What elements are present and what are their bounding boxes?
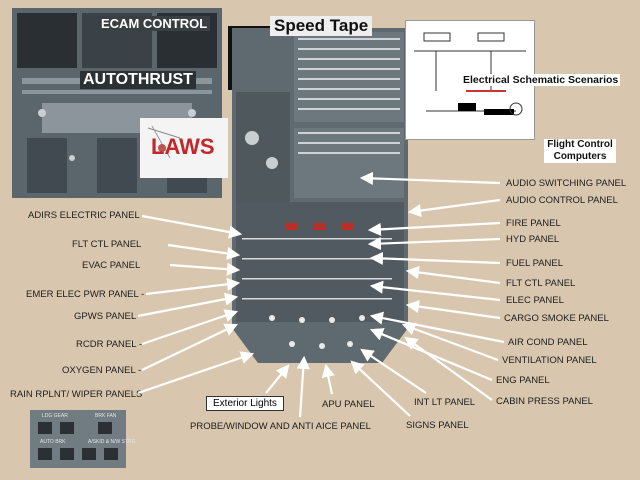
landing-gear-panel-graphic — [30, 410, 126, 468]
arrow-ventilation — [401, 322, 499, 362]
int-lt-panel-label: INT LT PANEL — [414, 397, 476, 408]
arrow-right-flt-ctl — [405, 265, 501, 285]
arrow-cabin-press — [404, 336, 493, 401]
right-label-eng: ENG PANEL — [496, 375, 550, 386]
laws-title: LAWS — [151, 134, 215, 159]
arrow-left-flt-ctl — [167, 243, 241, 260]
speed-tape-title: Speed Tape — [270, 16, 373, 36]
arrow-evac — [169, 262, 241, 276]
arrow-gpws — [137, 292, 239, 318]
arrow-audio-control — [407, 198, 501, 218]
auto-brk-label: AUTO BRK — [40, 439, 66, 445]
right-label-hyd: HYD PANEL — [506, 234, 560, 245]
brk-fan-label: BRK FAN — [95, 413, 117, 419]
left-label-oxygen: OXYGEN PANEL - — [62, 365, 142, 376]
probe-window-label: PROBE/WINDOW AND ANTI AICE PANEL — [190, 421, 371, 432]
overhead-panel-photo — [232, 28, 408, 363]
landing-gear-panel-photo — [30, 410, 126, 468]
right-label-ventilation: VENTILATION PANEL — [502, 355, 597, 366]
right-label-air-cond: AIR COND PANEL — [508, 337, 588, 348]
right-label-cabin-press: CABIN PRESS PANEL — [496, 396, 593, 407]
left-label-rain-rplnt: RAIN RPLNT/ WIPER PANELS — [10, 389, 143, 400]
left-label-gpws: GPWS PANEL — [74, 311, 137, 322]
left-label-rcdr: RCDR PANEL - — [76, 339, 142, 350]
right-label-audio-control: AUDIO CONTROL PANEL — [506, 195, 618, 206]
laws-photo-graphic — [140, 118, 228, 178]
flight-control-computers-title: Flight Control Computers — [544, 139, 616, 163]
exterior-lights-label: Exterior Lights — [206, 396, 284, 411]
signs-panel-label: SIGNS PANEL — [406, 420, 469, 431]
a-skid-label: A/SKID & N/W STRG — [88, 439, 136, 445]
right-label-cargo-smoke: CARGO SMOKE PANEL — [504, 313, 609, 324]
arrow-cargo-smoke — [405, 300, 501, 320]
overhead-panel-graphic — [232, 28, 408, 363]
laws-photo — [140, 118, 228, 178]
arrow-adirs — [141, 214, 243, 239]
left-label-flt-ctl: FLT CTL PANEL — [72, 239, 142, 250]
left-label-evac: EVAC PANEL — [82, 260, 141, 271]
left-label-emer-elec: EMER ELEC PWR PANEL - — [26, 289, 145, 300]
arrow-rcdr — [141, 309, 239, 346]
apu-panel-label: APU PANEL — [322, 399, 375, 410]
right-label-fire: FIRE PANEL — [506, 218, 561, 229]
arrow-exterior-lights — [265, 364, 290, 394]
ecam-control-title: ECAM CONTROL — [98, 16, 211, 31]
right-label-elec: ELEC PANEL — [506, 295, 564, 306]
right-label-flt-ctl: FLT CTL PANEL — [506, 278, 576, 289]
arrow-emer-elec — [145, 277, 241, 296]
ldg-gear-label: LDG GEAR — [42, 413, 68, 419]
arrow-oxygen — [141, 323, 238, 371]
left-label-adirs: ADIRS ELECTRIC PANEL — [28, 210, 140, 221]
right-label-fuel: FUEL PANEL — [506, 258, 564, 269]
electrical-schematic-title: Electrical Schematic Scenarios — [461, 74, 621, 86]
arrow-probe-window — [296, 355, 310, 418]
arrow-apu — [321, 363, 335, 395]
autothrust-title: AUTOTHRUST — [80, 71, 196, 89]
right-label-audio-switching: AUDIO SWITCHING PANEL — [506, 178, 627, 189]
